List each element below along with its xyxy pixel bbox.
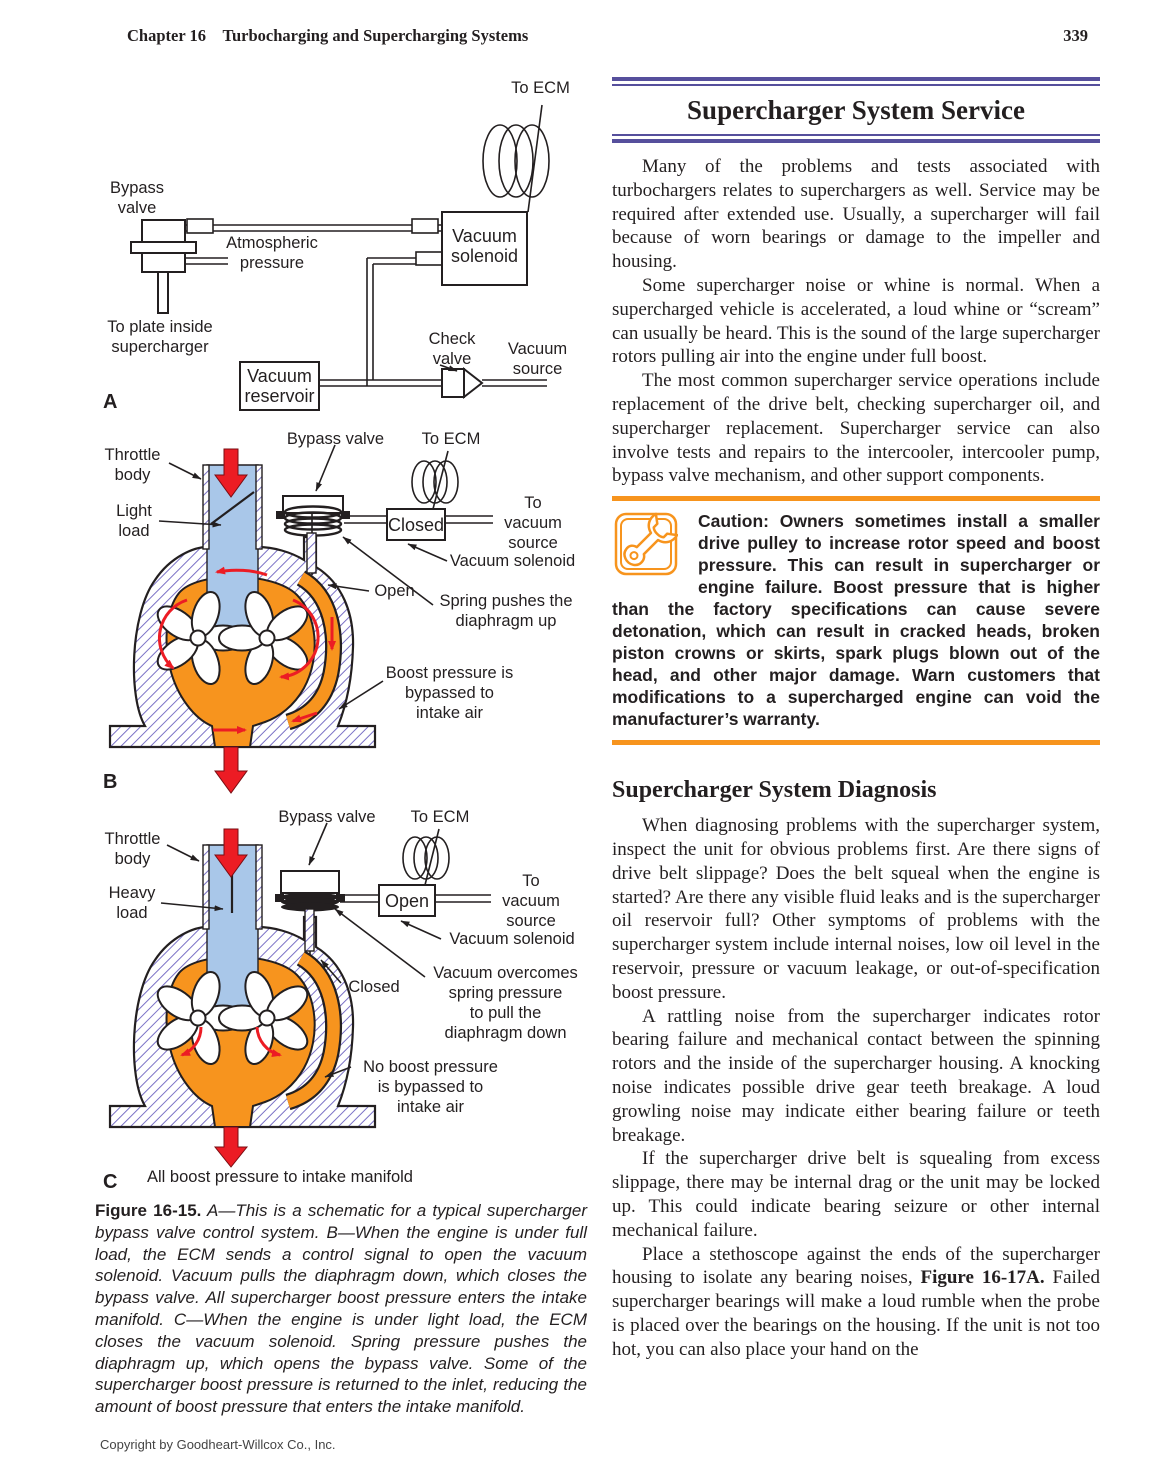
vacuum-solenoid-box <box>441 211 528 286</box>
throttle-plate <box>210 491 255 525</box>
bypass-valve-cap <box>282 495 344 514</box>
figure-16-15-panel-c: Throttle body Bypass valve To ECM Heavy … <box>95 805 595 1195</box>
caution-text: Caution: Owners sometimes install a smal… <box>612 511 1100 730</box>
rotor-right <box>218 971 309 1065</box>
outlet-flow-arrow <box>214 746 248 794</box>
label-to-ecm: To ECM <box>410 808 470 826</box>
label-vacuum-solenoid: Vacuum solenoid <box>449 552 576 570</box>
label-to-ecm: To ECM <box>511 79 570 97</box>
bypass-air-channel <box>285 952 340 1108</box>
label-check-valve: Check valve <box>428 330 476 368</box>
label-vacuum-note: Vacuum overcomes spring pressure to pull… <box>433 964 578 1042</box>
ecm-coil-icon <box>482 124 550 198</box>
check-valve-symbol <box>441 366 484 400</box>
diaphragm-compressed <box>275 892 345 912</box>
section-rule-top <box>612 77 1100 86</box>
figure-16-15-panel-a: To ECM Bypass valve Atmospheric pressure… <box>95 75 585 425</box>
caution-box: Caution: Owners sometimes install a smal… <box>612 496 1100 746</box>
figure-caption-label: Figure 16-15. <box>95 1201 202 1220</box>
label-solenoid-closed: Closed <box>387 515 445 535</box>
bypass-valve-symbol <box>130 219 197 314</box>
label-to-ecm: To ECM <box>421 430 481 448</box>
panel-letter-b: B <box>103 771 118 793</box>
tube-sleeve <box>186 218 214 234</box>
panel-letter-a: A <box>103 391 118 413</box>
label-vacuum-solenoid: Vacuum solenoid <box>450 226 519 266</box>
vacuum-solenoid-box <box>378 884 436 917</box>
label-bypass-valve: Bypass valve <box>286 430 385 448</box>
label-valve-closed: Closed <box>348 978 400 996</box>
bypass-valve-cap <box>280 870 340 894</box>
paragraph: A rattling noise from the supercharger i… <box>612 1005 1100 1146</box>
label-all-boost: All boost pressure to intake manifold <box>147 1168 413 1186</box>
vacuum-solenoid-box <box>386 508 446 541</box>
running-head: Chapter 16 Turbocharging and Superchargi… <box>127 26 529 45</box>
supercharger-cutaway-light-load <box>108 444 493 794</box>
label-heavy-load: Heavy load <box>108 884 156 922</box>
label-solenoid-open: Open <box>384 891 430 911</box>
paragraph-text: Failed supercharger bearings will make a… <box>612 1267 1100 1360</box>
intake-flow-arrow <box>214 448 248 498</box>
schematic-a-drawing <box>130 104 550 411</box>
air-flow-arrows <box>180 1026 282 1058</box>
figure-caption-text: A—This is a schematic for a typical supe… <box>95 1201 587 1417</box>
air-flow-arrows <box>158 566 336 734</box>
paragraph: Some supercharger noise or whine is norm… <box>612 274 1100 368</box>
label-vacuum-reservoir: Vacuum reservoir <box>244 366 315 406</box>
paragraph: When diagnosing problems with the superc… <box>612 815 1100 1003</box>
paragraph: If the supercharger drive belt is squeal… <box>612 1148 1100 1241</box>
section-title-diagnosis: Supercharger System Diagnosis <box>612 777 937 804</box>
label-vacuum-solenoid: Vacuum solenoid <box>449 930 575 948</box>
label-atmospheric-pressure: Atmospheric pressure <box>226 234 318 272</box>
throttle-body-wall <box>202 844 210 930</box>
supercharger-cutaway-heavy-load <box>108 822 491 1168</box>
label-to-vacuum-source: To vacuum source <box>504 494 562 552</box>
valve-stem <box>304 908 315 952</box>
intake-flow-arrow <box>214 828 248 878</box>
paragraph-text: Place a stethoscope against the ends of … <box>612 1243 1100 1289</box>
figure-caption: Figure 16-15. A—This is a schematic for … <box>95 1200 587 1418</box>
figure-reference: Figure 16-17A. <box>920 1267 1045 1289</box>
throttle-body-wall <box>202 464 210 550</box>
label-boost-note: Boost pressure is bypassed to intake air <box>385 664 514 722</box>
panel-letter-c: C <box>103 1171 118 1193</box>
label-bypass-valve: Bypass valve <box>278 808 376 826</box>
label-spring-note: Spring pushes the diaphragm up <box>439 592 573 630</box>
label-bypass-valve: Bypass valve <box>109 179 165 217</box>
label-to-plate: To plate inside supercharger <box>107 318 213 356</box>
outlet-flow-arrow <box>213 1126 249 1168</box>
text-column: Supercharger System Service Many of the … <box>612 77 1100 1361</box>
copyright-line: Copyright by Goodheart-Willcox Co., Inc. <box>100 1437 336 1452</box>
paragraph: Place a stethoscope against the ends of … <box>612 1243 1100 1362</box>
label-throttle-body: Throttle body <box>104 446 161 484</box>
page-number: 339 <box>1063 26 1088 45</box>
valve-stem <box>306 532 317 574</box>
label-no-boost-note: No boost pressure is bypassed to intake … <box>363 1058 498 1116</box>
label-vacuum-source: Vacuum source <box>507 340 568 378</box>
figure-16-15-panel-b: Throttle body Bypass valve To ECM Light … <box>95 425 595 815</box>
bypass-air-channel <box>285 572 340 728</box>
rotor-right <box>218 591 309 685</box>
vacuum-reservoir-box <box>239 361 320 411</box>
label-to-vacuum-source: To vacuum source <box>502 872 560 930</box>
wrench-icon <box>614 512 679 576</box>
label-valve-open: Open <box>374 582 415 600</box>
paragraph: The most common supercharger service ope… <box>612 370 1100 487</box>
label-throttle-body: Throttle body <box>104 830 161 868</box>
paragraph: Many of the problems and tests associate… <box>612 156 1100 273</box>
section-rule-bottom <box>612 134 1100 143</box>
section-title-service: Supercharger System Service <box>687 95 1025 125</box>
label-light-load: Light load <box>116 502 152 540</box>
